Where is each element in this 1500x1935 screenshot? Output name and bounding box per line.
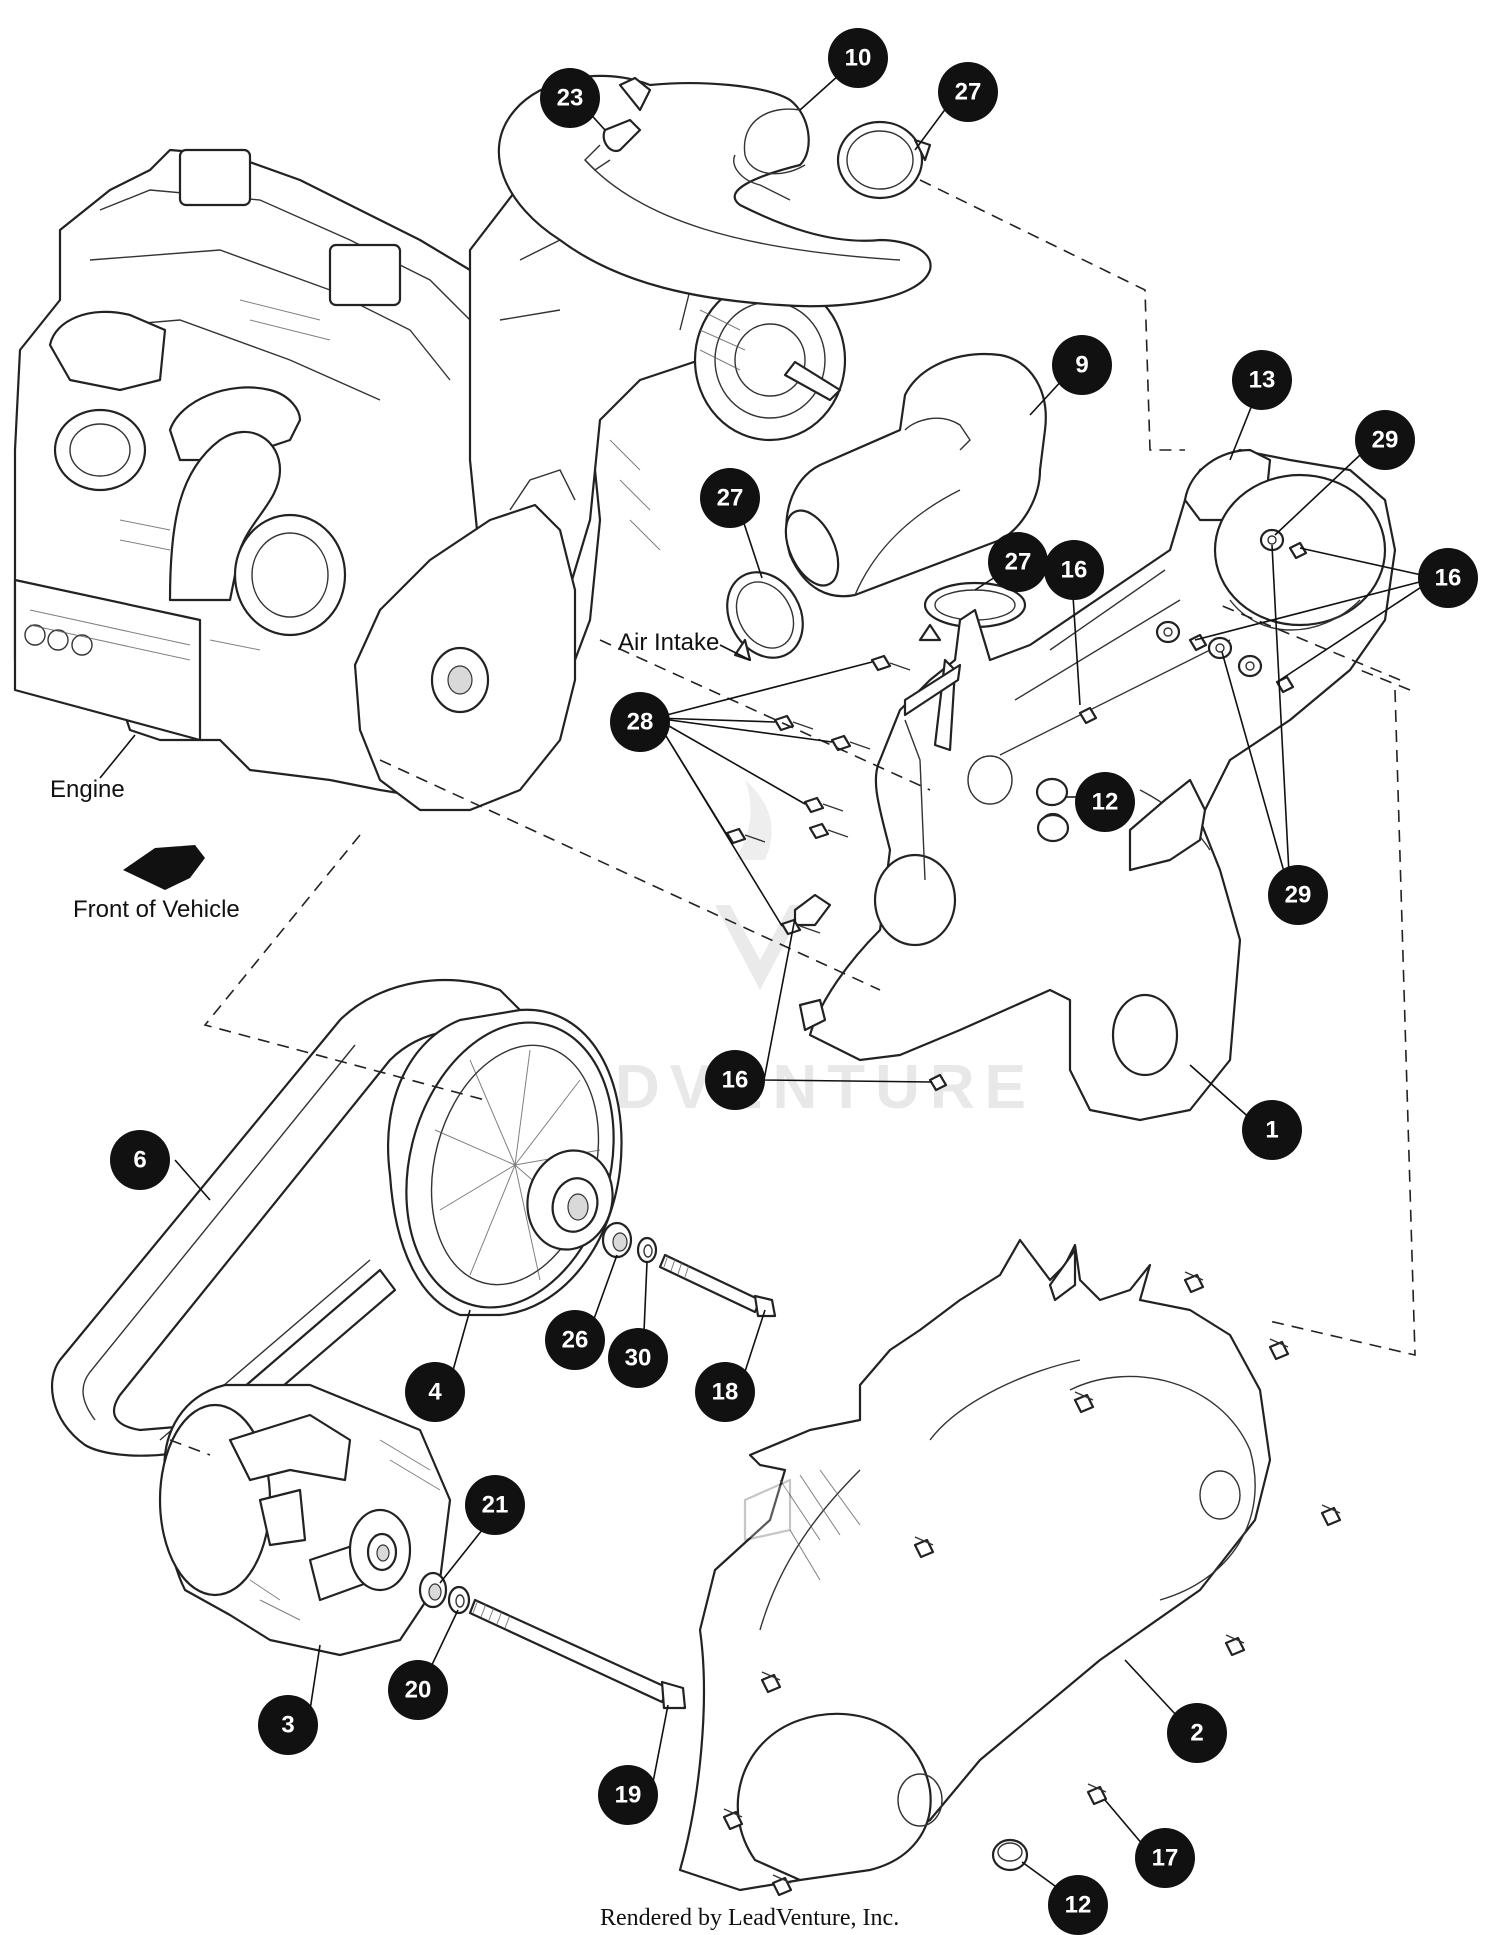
- callout-19: 19: [598, 1765, 658, 1825]
- svg-text:20: 20: [405, 1677, 432, 1704]
- svg-text:27: 27: [717, 485, 744, 512]
- part-9-air-intake-duct: [784, 353, 1047, 598]
- svg-text:4: 4: [428, 1379, 442, 1406]
- engine-label: Engine: [50, 776, 125, 803]
- svg-text:18: 18: [712, 1379, 739, 1406]
- part-27-hose-clamp-upper: [836, 120, 932, 200]
- part-17-cover-screws: [722, 1271, 1342, 1897]
- part-26-washer: [601, 1221, 633, 1259]
- callout-4: 4: [405, 1362, 465, 1422]
- callout-16-upper-mid: 16: [1044, 540, 1104, 600]
- part-4-driven-clutch: [386, 1008, 623, 1317]
- svg-text:28: 28: [627, 709, 654, 736]
- part-23-clamp: [584, 118, 642, 171]
- svg-text:9: 9: [1075, 352, 1088, 379]
- svg-text:2: 2: [1190, 1720, 1203, 1747]
- callout-26: 26: [545, 1310, 605, 1370]
- part-28-screws: [725, 654, 911, 936]
- part-27-hose-clamp-right: [918, 581, 1027, 642]
- svg-text:26: 26: [562, 1327, 589, 1354]
- part-18-bolt: [658, 1253, 777, 1318]
- footer-credit: Rendered by LeadVenture, Inc.: [600, 1905, 899, 1931]
- svg-text:16: 16: [1435, 565, 1462, 592]
- svg-text:30: 30: [625, 1345, 652, 1372]
- svg-text:12: 12: [1092, 789, 1119, 816]
- svg-text:13: 13: [1249, 367, 1276, 394]
- svg-text:19: 19: [615, 1782, 642, 1809]
- watermark-text: DVENTURE: [615, 1053, 1036, 1122]
- svg-text:10: 10: [845, 45, 872, 72]
- svg-text:16: 16: [722, 1067, 749, 1094]
- part-12-plug-upper-b: [1036, 813, 1070, 843]
- part-20-lock-washer: [447, 1585, 471, 1615]
- callout-16-upper-right: 16: [1418, 548, 1478, 608]
- svg-text:1: 1: [1265, 1117, 1278, 1144]
- front-of-vehicle-label: Front of Vehicle: [73, 896, 240, 923]
- callout-10: 10: [828, 28, 888, 88]
- callout-16-lower: 16: [705, 1050, 765, 1110]
- callout-17: 17: [1135, 1828, 1195, 1888]
- callout-3: 3: [258, 1695, 318, 1755]
- callout-1: 1: [1242, 1100, 1302, 1160]
- svg-text:12: 12: [1065, 1892, 1092, 1919]
- callout-12-upper: 12: [1075, 772, 1135, 832]
- part-2-outer-belt-cover: [678, 1238, 1272, 1892]
- callout-12-lower: 12: [1048, 1875, 1108, 1935]
- part-21-washer: [418, 1571, 448, 1609]
- part-30-lock-washer: [636, 1236, 658, 1264]
- part-3-drive-clutch: [158, 1383, 452, 1657]
- svg-text:27: 27: [955, 79, 982, 106]
- callout-2: 2: [1167, 1703, 1227, 1763]
- part-19-clutch-bolt: [468, 1598, 687, 1710]
- alignment-lines: [169, 179, 1416, 1456]
- callout-27-left: 27: [700, 468, 760, 528]
- callout-23: 23: [540, 68, 600, 128]
- callout-30: 30: [608, 1328, 668, 1388]
- svg-text:17: 17: [1152, 1845, 1179, 1872]
- svg-text:3: 3: [281, 1712, 294, 1739]
- svg-text:6: 6: [133, 1147, 146, 1174]
- part-27-hose-clamp-left: [726, 571, 804, 662]
- callout-21: 21: [465, 1475, 525, 1535]
- callout-18: 18: [695, 1362, 755, 1422]
- callout-29-upper: 29: [1355, 410, 1415, 470]
- part-12-plug-upper-a: [1035, 777, 1069, 807]
- part-12-plug-lower: [991, 1838, 1029, 1872]
- svg-text:27: 27: [1005, 549, 1032, 576]
- callout-28: 28: [610, 692, 670, 752]
- callout-29-lower: 29: [1268, 865, 1328, 925]
- callout-9: 9: [1052, 335, 1112, 395]
- svg-text:23: 23: [557, 85, 584, 112]
- engine-assembly: [13, 148, 847, 812]
- svg-text:16: 16: [1061, 557, 1088, 584]
- callout-13: 13: [1232, 350, 1292, 410]
- callout-6: 6: [110, 1130, 170, 1190]
- svg-text:21: 21: [482, 1492, 509, 1519]
- air-intake-label: Air Intake: [618, 629, 719, 656]
- callout-27-upper: 27: [938, 62, 998, 122]
- svg-text:29: 29: [1285, 882, 1312, 909]
- callout-20: 20: [388, 1660, 448, 1720]
- svg-text:29: 29: [1372, 427, 1399, 454]
- front-of-vehicle-arrow-icon: [123, 836, 212, 890]
- callout-27-right: 27: [988, 532, 1048, 592]
